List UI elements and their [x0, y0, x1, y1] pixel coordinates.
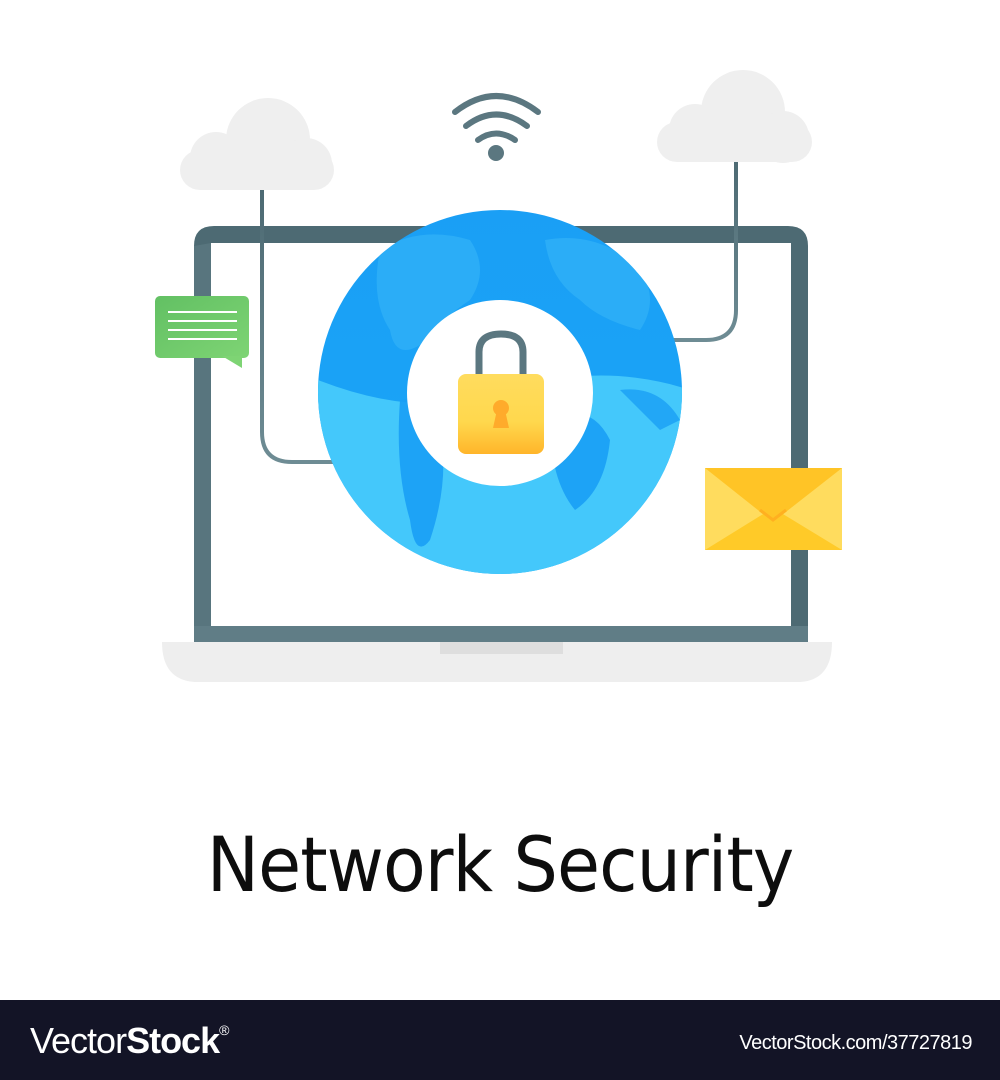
cloud-icon-left — [180, 98, 334, 190]
envelope-icon — [705, 468, 842, 550]
laptop-base — [162, 642, 832, 682]
padlock-icon — [458, 330, 544, 454]
wifi-icon — [452, 93, 541, 161]
cloud-icon-right — [657, 70, 812, 163]
wire-right — [660, 162, 738, 342]
watermark-footer: VectorStock® VectorStock.com/37727819 — [0, 1000, 1000, 1080]
network-security-illustration — [155, 70, 842, 682]
chat-bubble-icon — [155, 296, 249, 368]
wire-left — [260, 190, 340, 464]
page-title: Network Security — [206, 820, 794, 909]
brand-light: Vector — [30, 1020, 127, 1061]
registered-mark: ® — [219, 1022, 229, 1038]
brand-bold: Stock — [126, 1020, 220, 1061]
laptop-notch — [440, 642, 563, 654]
image-reference: VectorStock.com/37727819 — [739, 1032, 972, 1054]
brand-logo: VectorStock® — [30, 1020, 229, 1062]
